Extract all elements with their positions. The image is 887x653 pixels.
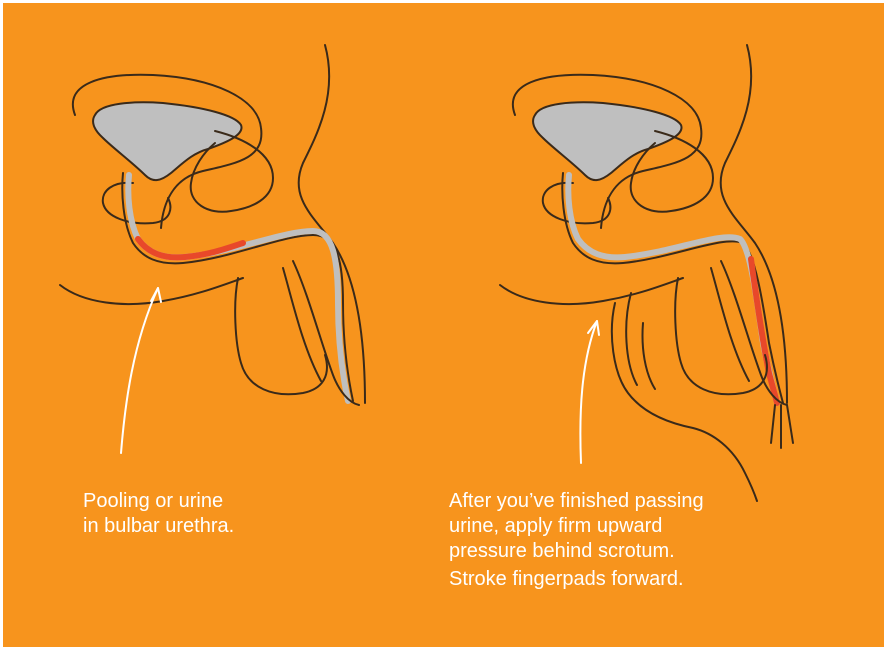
right-urethra — [568, 175, 777, 403]
right-bladder — [533, 102, 681, 180]
right-prostate — [543, 183, 611, 224]
left-caption-line-1: Pooling or urine — [83, 489, 343, 514]
right-caption-line-3: pressure behind scrotum. — [449, 539, 809, 564]
right-caption-line-1: After you’ve finished passing — [449, 489, 809, 514]
right-hand-finger-3 — [643, 323, 656, 389]
right-caption-line-2: urine, apply firm upward — [449, 514, 809, 539]
left-scrotum — [235, 278, 327, 394]
right-thigh-line — [500, 278, 683, 304]
right-anatomy-figure — [500, 45, 793, 501]
left-caption-line-2: in bulbar urethra. — [83, 514, 343, 539]
left-prostate — [103, 183, 171, 224]
left-urethra-outline — [122, 173, 353, 401]
left-anatomy-figure — [60, 45, 365, 405]
right-urine-stream — [771, 405, 793, 448]
left-body-contour — [299, 45, 365, 403]
right-hand-fingers — [612, 303, 757, 501]
left-arrow — [121, 288, 161, 453]
right-body-contour — [721, 45, 787, 403]
right-urethra-outline — [562, 173, 783, 403]
right-caption: After you’ve finished passing urine, app… — [449, 489, 809, 564]
left-bladder — [93, 102, 241, 180]
left-caption: Pooling or urine in bulbar urethra. — [83, 489, 343, 539]
right-arrow — [580, 321, 599, 463]
right-caption-extra: Stroke fingerpads forward. — [449, 567, 809, 592]
right-hand-finger-2 — [626, 293, 637, 385]
